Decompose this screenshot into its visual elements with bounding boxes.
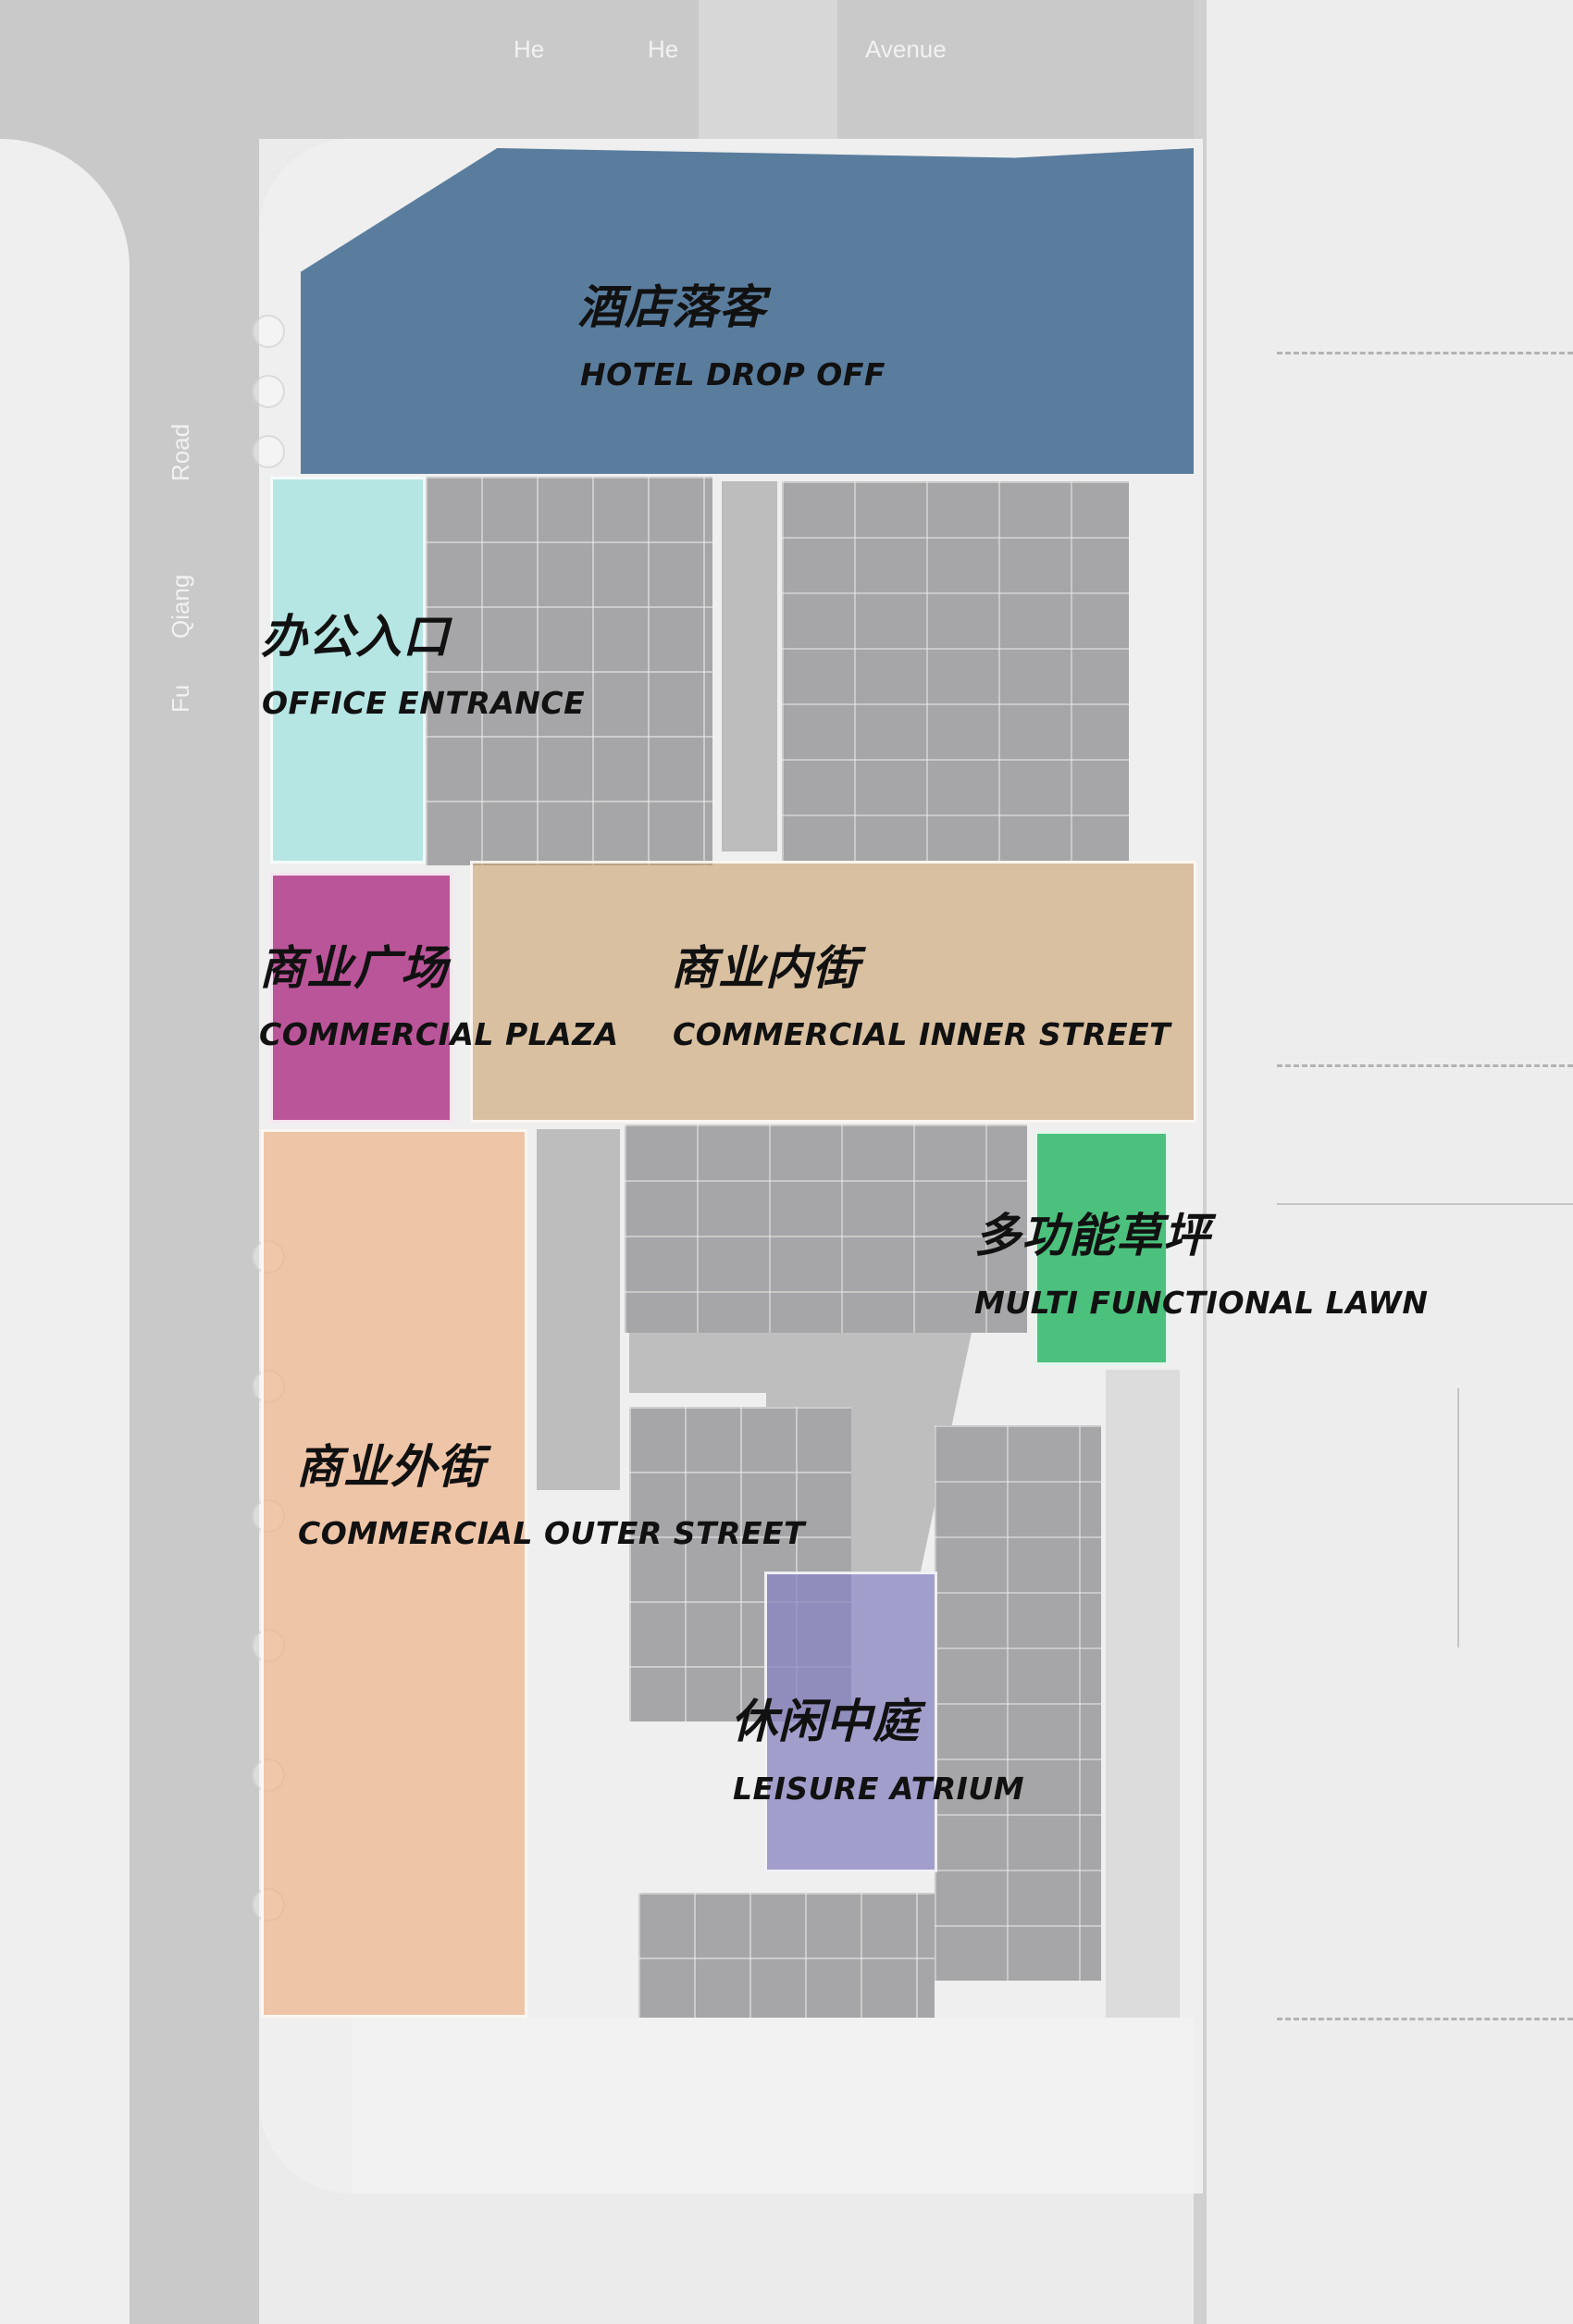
zone-hotel-drop-off <box>301 148 1194 474</box>
leisure-atrium-label-en: LEISURE ATRIUM <box>733 1771 1025 1807</box>
hotel-label-en: HOTEL DROP OFF <box>580 356 886 392</box>
lawn-label-zh: 多功能草坪 <box>974 1209 1210 1262</box>
office-label-zh: 办公入口 <box>261 610 450 664</box>
east-dashed-line <box>1277 352 1573 354</box>
zone-commercial-outer-street <box>261 1129 527 2018</box>
zone-office-entrance <box>270 477 426 864</box>
plaza-paving <box>352 2018 1194 2194</box>
east-dashed-line <box>1277 2018 1573 2020</box>
east-dashed-line <box>1277 1064 1573 1067</box>
street-label-west-2: Qiang <box>167 574 194 639</box>
office-label-en: OFFICE ENTRANCE <box>262 685 586 721</box>
zone-leisure-atrium <box>764 1572 937 1872</box>
commercial-plaza-label-zh: 商业广场 <box>259 941 448 995</box>
north-retail-floorplan <box>782 481 1129 861</box>
office-building-floorplan <box>426 477 712 865</box>
commercial-plaza-label-en: COMMERCIAL PLAZA <box>259 1016 619 1052</box>
south-retail-floorplan-lower <box>638 1893 935 2027</box>
tree-icon <box>252 435 285 468</box>
east-service-strip <box>1106 1370 1180 2036</box>
street-label-north-1: He <box>514 35 545 63</box>
east-context <box>1203 0 1573 2324</box>
leisure-atrium-label-zh: 休闲中庭 <box>731 1695 920 1748</box>
zone-commercial-plaza <box>270 873 452 1123</box>
tree-icon <box>252 315 285 348</box>
central-retail-floorplan <box>625 1125 1027 1333</box>
commercial-outer-street-label-zh: 商业外街 <box>296 1440 485 1494</box>
east-boundary-line <box>1457 1388 1459 1647</box>
street-label-west-1: Road <box>167 423 194 481</box>
office-service-corridor <box>722 481 777 851</box>
street-label-north-2: He <box>648 35 679 63</box>
south-retail-floorplan-east <box>935 1425 1101 1981</box>
central-core-block <box>537 1129 620 1490</box>
hotel-label-zh: 酒店落客 <box>577 280 766 334</box>
commercial-inner-street-label-en: COMMERCIAL INNER STREET <box>673 1016 1171 1052</box>
commercial-inner-street-label-zh: 商业内街 <box>671 941 860 995</box>
lawn-label-en: MULTI FUNCTIONAL LAWN <box>974 1285 1429 1321</box>
zone-commercial-inner-street <box>470 861 1196 1123</box>
tree-icon <box>252 375 285 408</box>
road-median-strip <box>699 0 837 148</box>
left-road-island <box>0 139 130 2324</box>
street-label-west-3: Fu <box>167 684 194 713</box>
street-label-north-3: Avenue <box>865 35 947 63</box>
east-boundary-line <box>1277 1203 1573 1205</box>
zone-multi-functional-lawn <box>1034 1131 1169 1365</box>
commercial-outer-street-label-en: COMMERCIAL OUTER STREET <box>298 1515 806 1551</box>
